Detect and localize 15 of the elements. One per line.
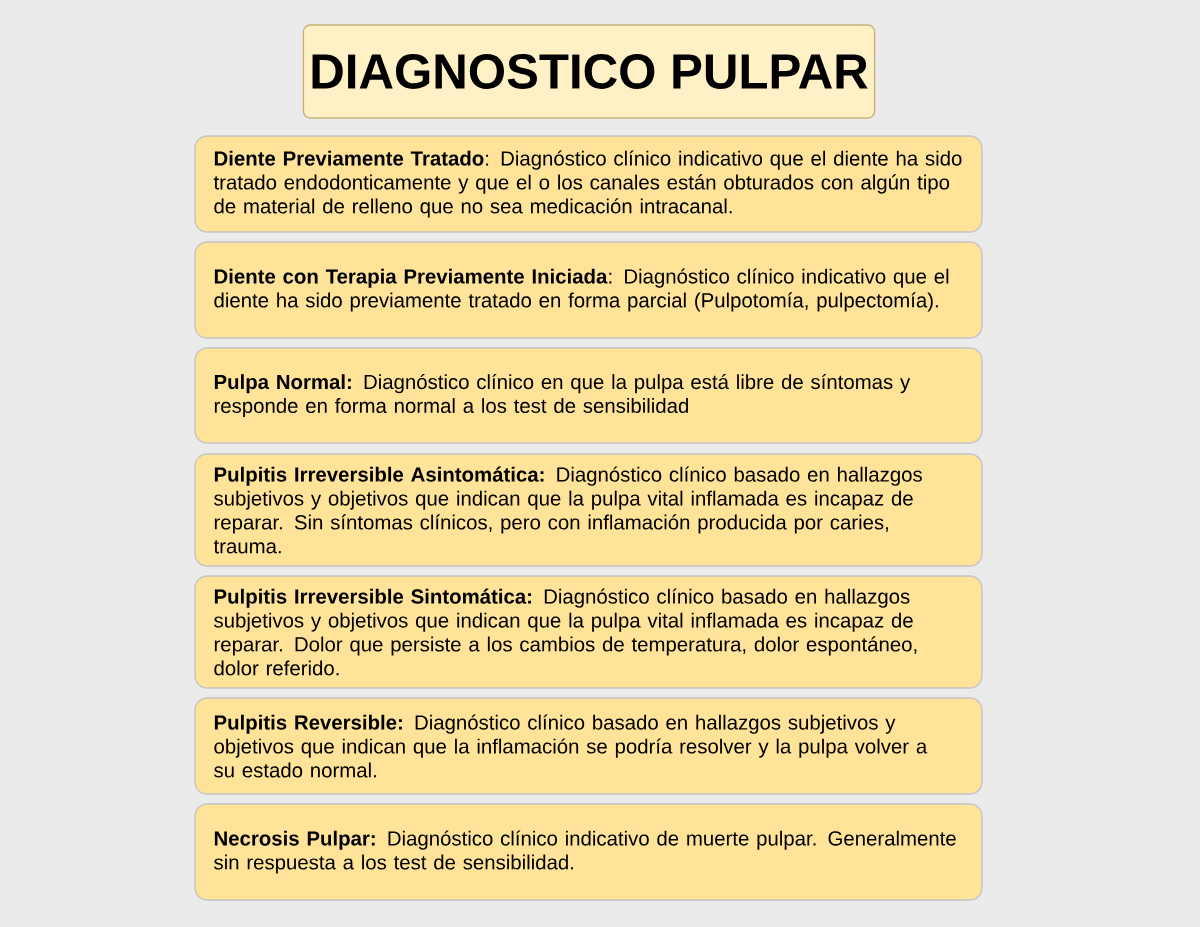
definition-box — [194, 453, 983, 567]
definition-text: Necrosis Pulpar: Diagnóstico clínico indicativo de muerte pulpar. Generalmente sin respuesta a los test de sensibilidad. — [214, 830, 956, 874]
definition-box — [194, 697, 983, 795]
definition-text: Diente Previamente Tratado: Diagnóstico clínico indicativo que el diente ha sido tratado endodonticamente y que el o los canales están obturados con algún tipo de material de relleno que no sea medicación intracanal. — [213, 150, 962, 218]
definition-text: Diente con Terapia Previamente Iniciada: Diagnóstico clínico indicativo que el diente ha sido previamente tratado en forma parcial (Pulpotomía, pulpectomía). — [214, 268, 949, 312]
definition-box — [194, 241, 983, 339]
definition-box — [194, 575, 983, 689]
title-box: DIAGNOSTICO PULPAR — [302, 24, 876, 119]
definition-box — [194, 135, 983, 233]
definition-text: Pulpitis Irreversible Sintomática: Diagnóstico clínico basado en hallazgos subjetivos y objetivos que indican que la pulpa vital inflamada es incapaz de reparar. Dolor que persiste a los cambios de temperatura, dolor espontáneo, dolor referido. — [214, 588, 917, 676]
definition-text: Pulpitis Irreversible Asintomática: Diagnóstico clínico basado en hallazgos subjetivos y objetivos que indican que la pulpa vital inflamada es incapaz de reparar. Sin síntomas clínicos, pero con inflamación producida por caries, trauma. — [213, 466, 922, 554]
definition-text: Pulpitis Reversible: Diagnóstico clínico basado en hallazgos subjetivos y objetivos que indican que la inflamación se podría resolver y la pulpa volver a su estado normal. — [214, 714, 928, 778]
definition-text: Pulpa Normal: Diagnóstico clínico en que la pulpa está libre de síntomas y responde en forma normal a los test de sensibilidad — [214, 373, 911, 418]
definition-box — [194, 803, 983, 901]
definition-box — [194, 347, 983, 444]
